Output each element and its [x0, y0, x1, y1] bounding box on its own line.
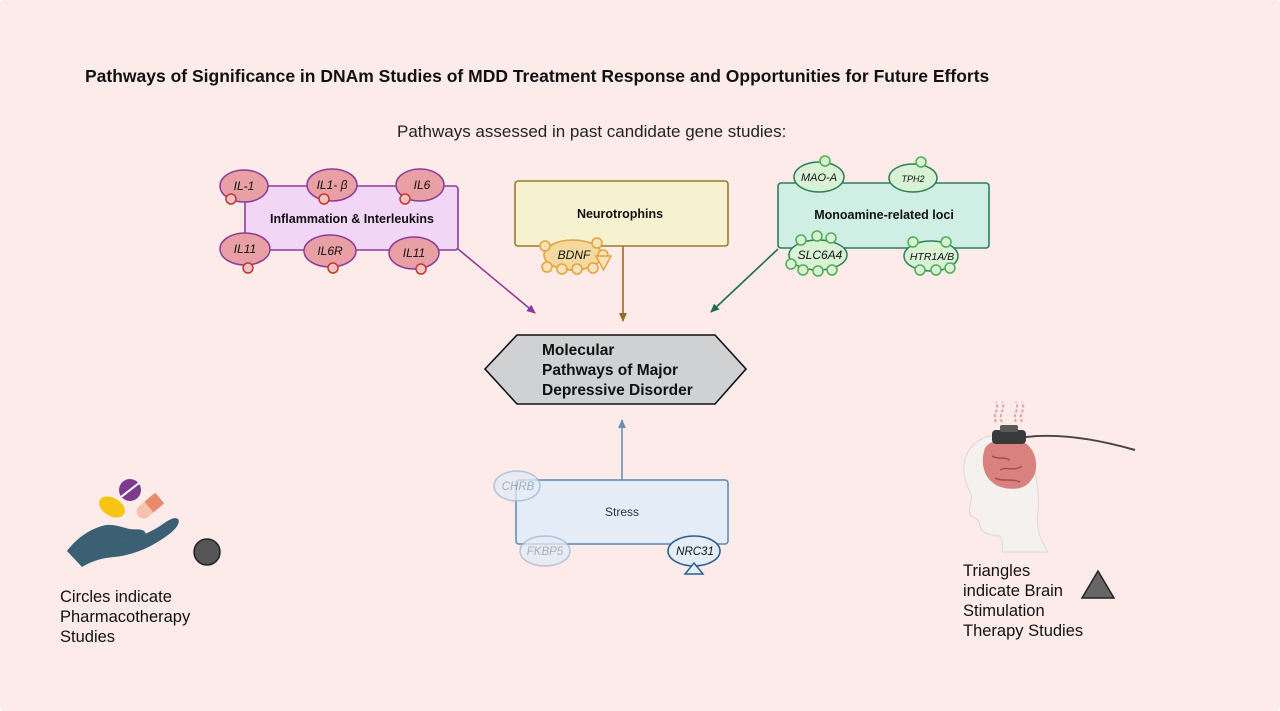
circle-marker-icon	[940, 236, 952, 248]
gene-il6: IL6	[395, 168, 445, 205]
gene-il11-a: IL11	[219, 232, 271, 274]
circle-marker-icon	[826, 264, 838, 276]
svg-text:HTR1A/B: HTR1A/B	[910, 251, 954, 263]
monoamine-pathway-box: Monoamine-related loci	[777, 182, 990, 249]
circle-marker-icon	[797, 264, 809, 276]
stress-label: Stress	[605, 505, 639, 519]
circle-marker-icon	[914, 264, 926, 276]
circle-marker-icon	[193, 538, 221, 566]
svg-text:Depressive Disorder: Depressive Disorder	[542, 382, 693, 399]
gene-bdnf: BDNF	[539, 237, 613, 275]
monoamine-arrow	[710, 248, 779, 313]
circle-marker-icon	[811, 230, 823, 242]
circle-marker-icon	[225, 193, 237, 205]
gene-slc6a4: SLC6A4	[785, 230, 848, 277]
inflammation-label: Inflammation & Interleukins	[270, 212, 434, 226]
svg-text:IL-1: IL-1	[234, 179, 255, 193]
svg-text:IL6: IL6	[414, 178, 431, 192]
circle-marker-icon	[327, 262, 339, 274]
circle-marker-icon	[819, 155, 831, 167]
svg-text:SLC6A4: SLC6A4	[798, 248, 843, 262]
gene-il1-beta: IL1- β	[306, 168, 358, 205]
svg-text:Pathways of Major: Pathways of Major	[542, 362, 678, 379]
svg-text:IL11: IL11	[403, 246, 425, 260]
circle-marker-icon	[318, 193, 330, 205]
circle-marker-icon	[242, 262, 254, 274]
figure-title: Pathways of Significance in DNAm Studies…	[85, 66, 990, 86]
svg-text:CHRB: CHRB	[502, 481, 535, 493]
gene-tph2: TPH2	[888, 156, 938, 193]
gene-il6r: IL6R	[303, 234, 357, 274]
circles-legend: Circles indicate Pharmacotherapy Studies	[60, 588, 191, 646]
svg-text:FKBP5: FKBP5	[527, 546, 564, 558]
brain-stimulation-head-icon	[963, 401, 1136, 553]
hand-with-pills-icon	[67, 479, 179, 567]
circle-marker-icon	[915, 156, 927, 168]
inflammation-arrow	[457, 248, 536, 314]
figure-subtitle: Pathways assessed in past candidate gene…	[397, 122, 787, 141]
triangles-legend: Triangles indicate Brain Stimulation The…	[963, 562, 1084, 640]
svg-text:NRC31: NRC31	[676, 546, 714, 558]
svg-text:Molecular: Molecular	[542, 342, 614, 359]
gene-htr1a-b: HTR1A/B	[903, 236, 959, 276]
svg-text:TPH2: TPH2	[901, 174, 924, 184]
circle-marker-icon	[541, 261, 553, 273]
circle-marker-icon	[825, 232, 837, 244]
circle-marker-icon	[571, 263, 583, 275]
monoamine-label: Monoamine-related loci	[814, 208, 954, 222]
circle-marker-icon	[944, 262, 956, 274]
gene-fkbp5: FKBP5	[519, 535, 571, 567]
triangle-marker-icon	[1080, 569, 1116, 599]
circle-marker-icon	[795, 234, 807, 246]
svg-text:IL6R: IL6R	[317, 244, 343, 258]
gene-chrb: CHRB	[493, 470, 541, 502]
stress-pathway-box: Stress	[515, 479, 729, 545]
gene-il-1: IL-1	[219, 169, 269, 205]
neurotrophins-label: Neurotrophins	[577, 207, 663, 221]
svg-text:MAO-A: MAO-A	[801, 172, 837, 184]
circle-marker-icon	[587, 262, 599, 274]
gene-nrc31: NRC31	[667, 535, 721, 575]
circle-marker-icon	[907, 236, 919, 248]
svg-text:IL11: IL11	[234, 242, 256, 256]
gene-il11-b: IL11	[388, 236, 440, 275]
circle-marker-icon	[539, 240, 551, 252]
circle-marker-icon	[591, 237, 603, 249]
svg-text:BDNF: BDNF	[558, 248, 591, 262]
circle-marker-icon	[556, 263, 568, 275]
circle-marker-icon	[930, 264, 942, 276]
triangle-marker-icon	[594, 255, 613, 272]
circle-marker-icon	[399, 193, 411, 205]
svg-text:IL1- β: IL1- β	[317, 178, 348, 192]
molecular-pathways-hexagon: Molecular Pathways of Major Depressive D…	[483, 334, 748, 405]
gene-mao-a: MAO-A	[793, 155, 845, 193]
neurotrophins-pathway-box: Neurotrophins	[514, 180, 729, 247]
circle-marker-icon	[812, 265, 824, 277]
circle-marker-icon	[415, 263, 427, 275]
circle-marker-icon	[785, 258, 797, 270]
triangle-marker-icon	[683, 561, 705, 575]
